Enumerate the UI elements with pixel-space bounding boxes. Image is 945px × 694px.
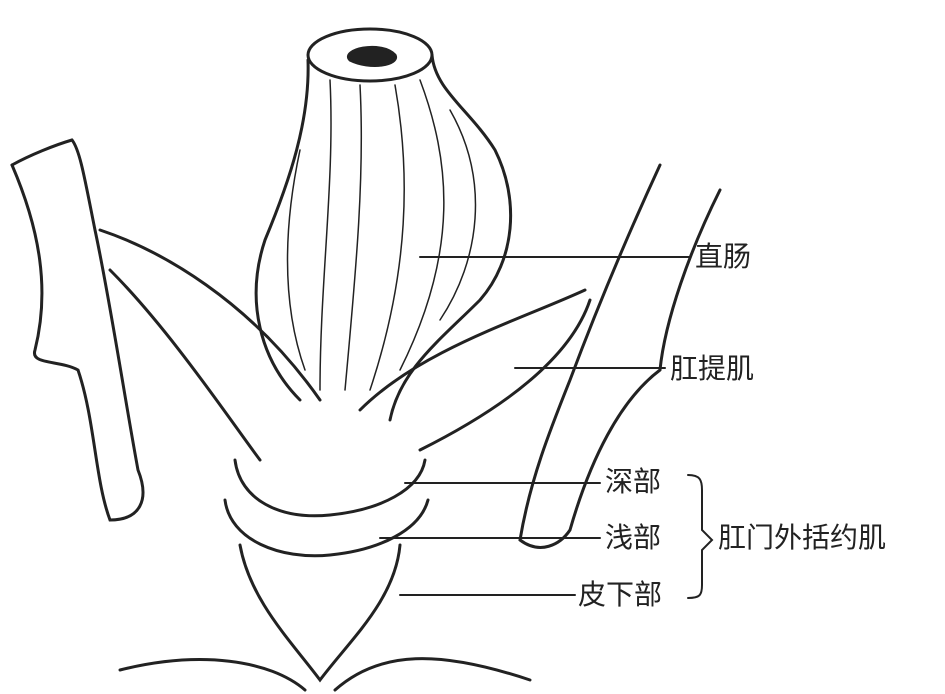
label-levator-ani: 肛提肌 [670,352,755,385]
label-superficial-part: 浅部 [605,521,662,554]
left-pelvic-bone [10,138,145,522]
external-sphincter [223,458,430,683]
label-deep-part: 深部 [605,465,662,498]
right-pelvic-bone [518,163,722,549]
label-rectum: 直肠 [695,240,752,273]
leader-lines [379,256,714,599]
label-external-anal-sphincter: 肛门外括约肌 [718,521,887,554]
levator-ani [98,228,592,462]
rectum [254,27,513,422]
label-subcutaneous-part: 皮下部 [578,578,663,611]
